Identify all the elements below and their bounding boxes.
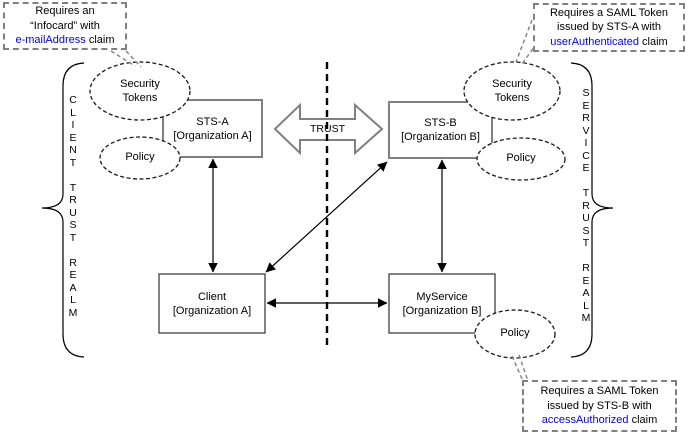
client-realm-brace <box>41 62 85 358</box>
client-trust-realm-label: C L I E N T T R U S T R E A L M <box>68 94 78 319</box>
callout-line: userAuthenticated claim <box>535 35 683 50</box>
claim-suffix: claim <box>638 35 668 48</box>
claim-name: e-mailAddress <box>15 34 86 47</box>
callout-line: “Infocard” with <box>30 19 100 32</box>
callout-line: Requires a SAML Token <box>540 385 659 398</box>
br-callout-connector-1 <box>511 355 524 382</box>
sts-b-token-claim-callout: Requires a SAML Token issued by STS-B wi… <box>522 380 677 432</box>
security-tokens-a-ellipse <box>89 61 191 121</box>
policy-a-ellipse <box>99 136 181 180</box>
callout-line: Requires an <box>35 5 95 18</box>
policy-myservice-ellipse <box>474 309 556 359</box>
sts-a-token-claim-callout: Requires a SAML Token issued by STS-A wi… <box>533 3 685 52</box>
claim-name: accessAuthorized <box>541 414 629 427</box>
arrow-client-stsb-diagonal <box>265 161 388 273</box>
tr-callout-connector-2 <box>521 42 538 65</box>
policy-b-ellipse <box>476 137 566 181</box>
callout-line: Requires a SAML Token <box>549 6 668 19</box>
claim-suffix: claim <box>85 34 115 47</box>
trust-block-arrow <box>273 102 384 156</box>
callout-line: accessAuthorized claim <box>524 413 675 428</box>
callout-line: issued by STS-B with <box>547 399 652 412</box>
sts-b-box <box>388 101 493 159</box>
client-box <box>158 273 266 334</box>
tl-callout-connector-1 <box>110 50 136 67</box>
infocard-claim-callout: Requires an “Infocard” with e-mailAddres… <box>3 2 127 50</box>
myservice-box <box>388 273 496 334</box>
tr-callout-connector-1 <box>515 19 533 63</box>
service-realm-brace <box>570 62 614 358</box>
claim-suffix: claim <box>628 414 658 427</box>
security-tokens-b-ellipse <box>463 61 561 121</box>
service-trust-realm-label: S E R V I C E T R U S T R E A L M <box>581 87 591 324</box>
tl-callout-connector-2 <box>125 50 142 68</box>
callout-line: e-mailAddress claim <box>5 33 125 48</box>
br-callout-connector-2 <box>518 354 529 382</box>
claim-name: userAuthenticated <box>550 35 639 48</box>
callout-line: issued by STS-A with <box>557 21 661 34</box>
callout-connectors <box>110 19 538 382</box>
